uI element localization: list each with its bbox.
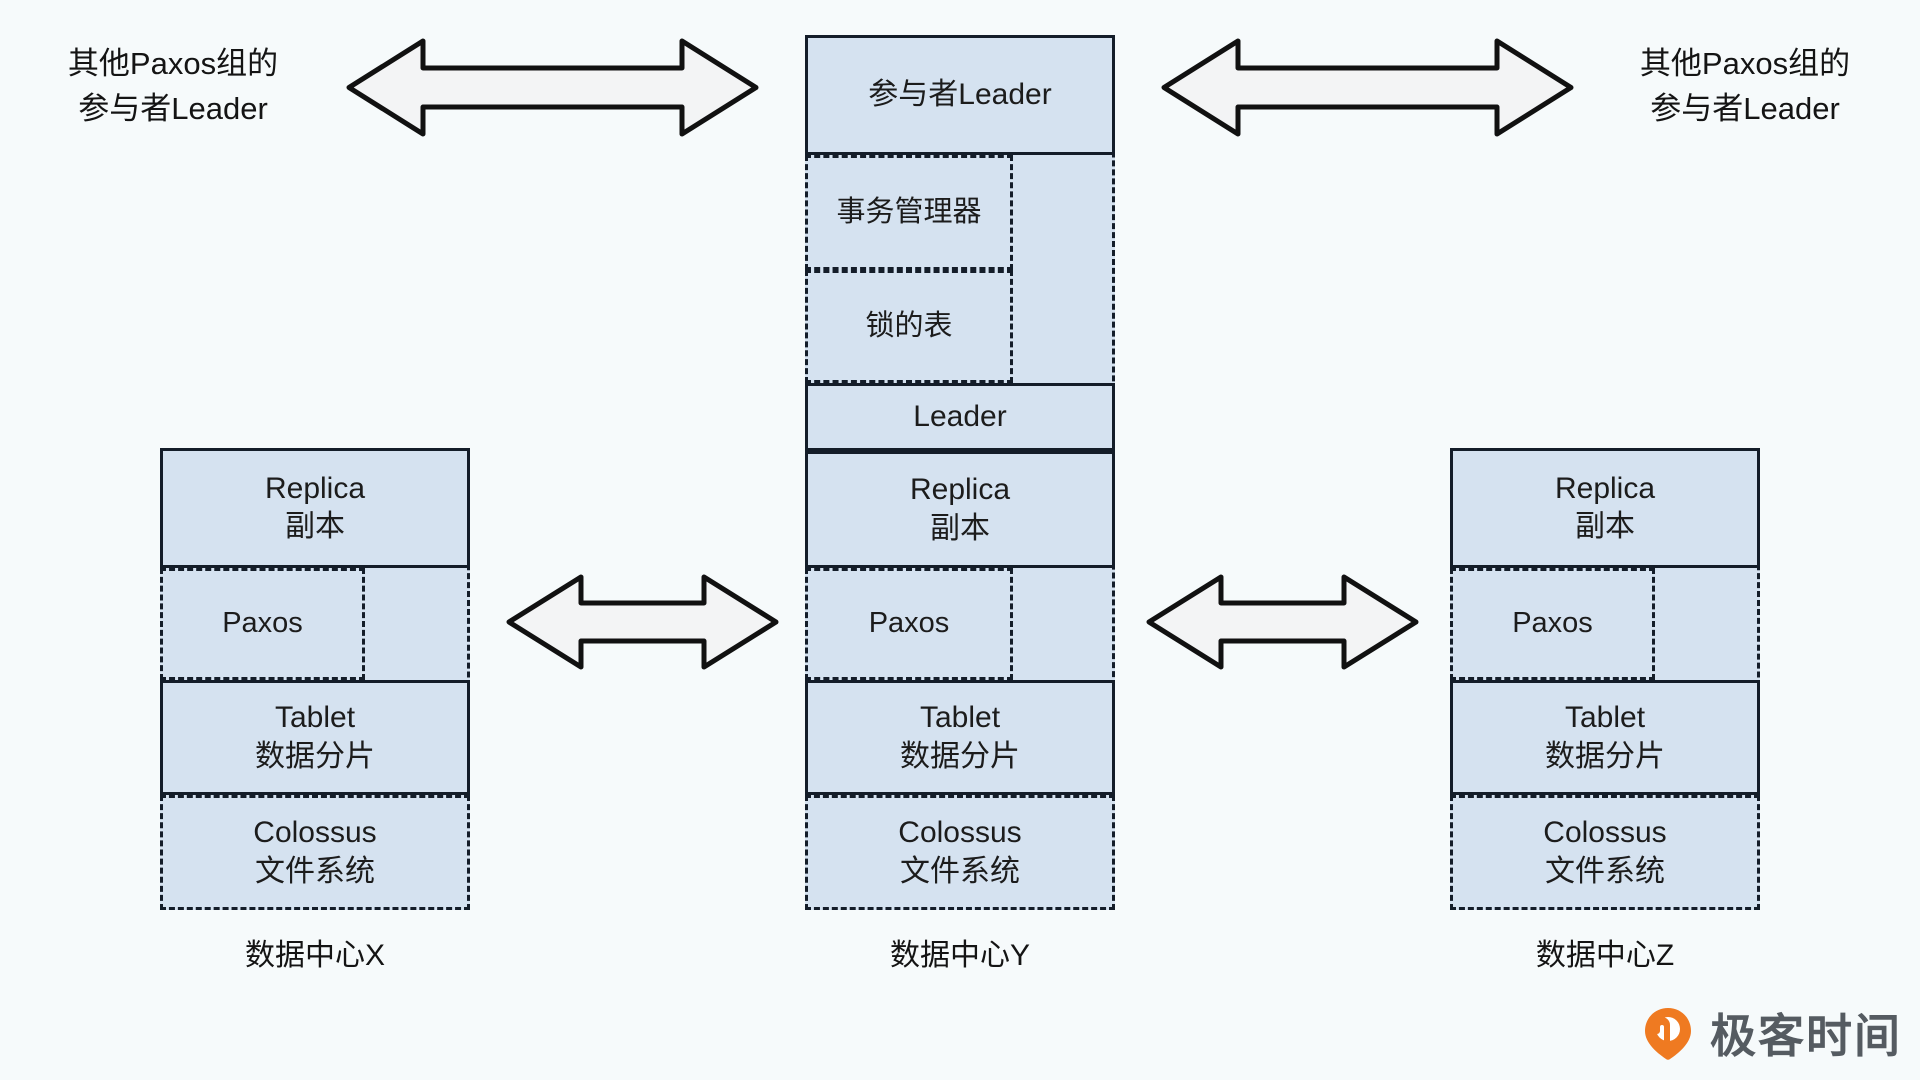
- center-box-participant-leader[interactable]: 参与者Leader: [805, 35, 1115, 155]
- right-box-paxos[interactable]: Paxos: [1450, 568, 1655, 680]
- left-box-replica-line2: 副本: [285, 510, 345, 543]
- center-box-paxos[interactable]: Paxos: [805, 568, 1013, 680]
- right-box-paxos-line1: Paxos: [1512, 607, 1593, 640]
- caption-left-line1: 其他Paxos组的: [67, 46, 279, 81]
- left-box-paxos-line1: Paxos: [222, 607, 303, 640]
- geektime-pin-icon: [1640, 1005, 1696, 1061]
- caption-left-line2: 参与者Leader: [78, 90, 268, 126]
- center-box-replica[interactable]: Replica 副本: [805, 451, 1115, 568]
- center-box-lock-table[interactable]: 锁的表: [805, 270, 1013, 383]
- right-box-tablet-line1: Tablet: [1564, 701, 1646, 735]
- left-box-replica-line1: Replica: [264, 471, 366, 505]
- right-box-tablet-line2: 数据分片: [1545, 739, 1665, 773]
- left-box-colossus[interactable]: Colossus 文件系统: [160, 795, 470, 910]
- center-box-txn-manager-line1: 事务管理器: [836, 195, 982, 228]
- left-box-colossus-line1: Colossus: [253, 816, 377, 850]
- center-box-participant-leader-line1: 参与者Leader: [868, 77, 1052, 111]
- center-box-tablet[interactable]: Tablet 数据分片: [805, 680, 1115, 795]
- left-column-label: 数据中心X: [244, 939, 385, 972]
- double-arrow-top-right: [1160, 35, 1575, 140]
- center-column-label: 数据中心Y: [889, 939, 1030, 972]
- center-box-colossus[interactable]: Colossus 文件系统: [805, 795, 1115, 910]
- right-box-replica[interactable]: Replica 副本: [1450, 448, 1760, 568]
- right-box-replica-line1: Replica: [1554, 471, 1656, 505]
- right-box-replica-line2: 副本: [1575, 510, 1635, 543]
- left-box-tablet-line1: Tablet: [274, 701, 356, 735]
- center-box-tablet-line1: Tablet: [919, 701, 1001, 735]
- left-box-paxos[interactable]: Paxos: [160, 568, 365, 680]
- double-arrow-mid-left: [505, 572, 780, 672]
- watermark-geektime: 极客时间: [1640, 1000, 1902, 1066]
- center-box-txn-manager[interactable]: 事务管理器: [805, 155, 1013, 270]
- center-box-replica-line1: Replica: [909, 473, 1011, 507]
- left-box-colossus-line2: 文件系统: [255, 854, 375, 888]
- right-column-label: 数据中心Z: [1535, 939, 1675, 972]
- watermark-text: 极客时间: [1710, 1010, 1902, 1062]
- center-box-leader-line1: Leader: [913, 399, 1007, 433]
- center-box-tablet-line2: 数据分片: [900, 739, 1020, 773]
- double-arrow-top-left: [345, 35, 760, 140]
- center-box-colossus-line2: 文件系统: [900, 854, 1020, 888]
- right-box-colossus-line1: Colossus: [1543, 816, 1667, 850]
- caption-right-line1: 其他Paxos组的: [1639, 46, 1851, 81]
- caption-right-line2: 参与者Leader: [1650, 90, 1840, 126]
- double-arrow-mid-right: [1145, 572, 1420, 672]
- caption-left-paxos-group: 其他Paxos组的 参与者Leader: [38, 42, 308, 132]
- left-box-tablet-line2: 数据分片: [255, 739, 375, 773]
- right-box-colossus[interactable]: Colossus 文件系统: [1450, 795, 1760, 910]
- center-box-lock-table-line1: 锁的表: [865, 309, 953, 342]
- right-box-colossus-line2: 文件系统: [1545, 854, 1665, 888]
- center-box-colossus-line1: Colossus: [898, 816, 1022, 850]
- center-box-leader[interactable]: Leader: [805, 383, 1115, 451]
- left-box-replica[interactable]: Replica 副本: [160, 448, 470, 568]
- center-box-replica-line2: 副本: [930, 511, 990, 545]
- center-box-paxos-line1: Paxos: [868, 607, 950, 640]
- left-box-tablet[interactable]: Tablet 数据分片: [160, 680, 470, 795]
- caption-right-paxos-group: 其他Paxos组的 参与者Leader: [1610, 42, 1880, 132]
- right-box-tablet[interactable]: Tablet 数据分片: [1450, 680, 1760, 795]
